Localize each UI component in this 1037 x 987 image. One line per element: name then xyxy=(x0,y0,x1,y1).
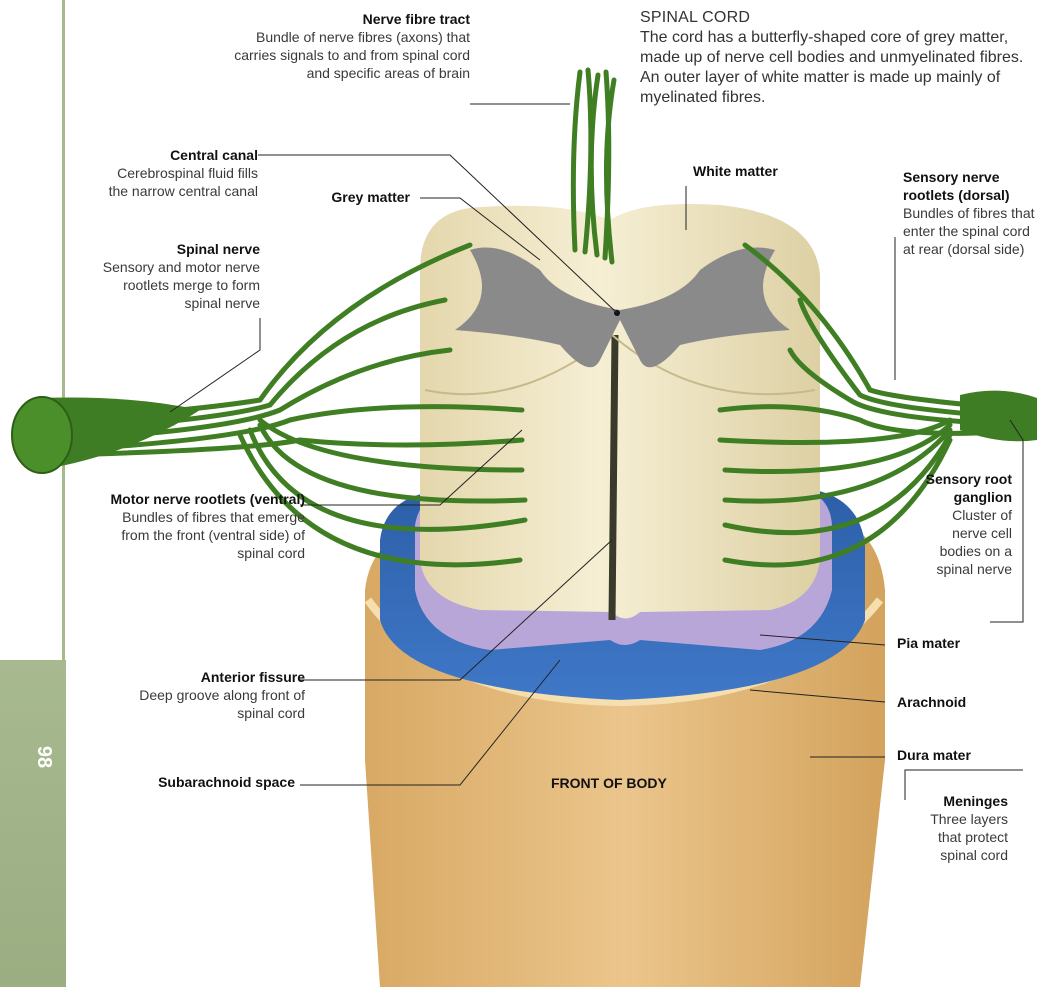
label-title: Sensory root ganglion xyxy=(920,470,1012,506)
heading-title: SPINAL CORD xyxy=(640,8,1035,28)
label-text: Bundle of nerve fibres (axons) that carr… xyxy=(230,28,470,82)
label-anterior-fissure: Anterior fissure Deep groove along front… xyxy=(120,668,305,722)
label-dura-mater: Dura mater xyxy=(897,746,1017,764)
label-white-matter: White matter xyxy=(693,162,823,180)
label-subarachnoid-space: Subarachnoid space xyxy=(100,773,295,791)
spinal-nerve-end xyxy=(12,397,72,473)
label-text: Deep groove along front of spinal cord xyxy=(120,686,305,722)
label-arachnoid: Arachnoid xyxy=(897,693,1017,711)
label-text: Bundles of fibres that emerge from the f… xyxy=(100,508,305,562)
label-motor-rootlets: Motor nerve rootlets (ventral) Bundles o… xyxy=(100,490,305,562)
label-text: Cerebrospinal fluid fills the narrow cen… xyxy=(108,164,258,200)
label-title: Arachnoid xyxy=(897,693,1017,711)
label-spinal-nerve: Spinal nerve Sensory and motor nerve roo… xyxy=(100,240,260,312)
label-title: Motor nerve rootlets (ventral) xyxy=(100,490,305,508)
label-text: Three layers that protect spinal cord xyxy=(905,810,1008,864)
label-title: Meninges xyxy=(905,792,1008,810)
label-title: Dura mater xyxy=(897,746,1017,764)
label-title: Sensory nerve rootlets (dorsal) xyxy=(903,168,1035,204)
label-title: Grey matter xyxy=(290,188,410,206)
sensory-root-ganglion-shape xyxy=(960,391,1037,442)
label-title: Anterior fissure xyxy=(120,668,305,686)
label-text: Cluster of nerve cell bodies on a spinal… xyxy=(920,506,1012,578)
label-text: Sensory and motor nerve rootlets merge t… xyxy=(100,258,260,312)
label-meninges: Meninges Three layers that protect spina… xyxy=(905,792,1008,864)
label-sensory-ganglion: Sensory root ganglion Cluster of nerve c… xyxy=(920,470,1012,578)
label-pia-mater: Pia mater xyxy=(897,634,1017,652)
label-title: Spinal nerve xyxy=(100,240,260,258)
label-central-canal: Central canal Cerebrospinal fluid fills … xyxy=(108,146,258,200)
label-title: Pia mater xyxy=(897,634,1017,652)
label-title: White matter xyxy=(693,162,823,180)
label-sensory-rootlets: Sensory nerve rootlets (dorsal) Bundles … xyxy=(903,168,1035,258)
spinal-cord-heading: SPINAL CORD The cord has a butterfly-sha… xyxy=(640,8,1035,108)
heading-text: The cord has a butterfly-shaped core of … xyxy=(640,28,1035,108)
label-title: Subarachnoid space xyxy=(100,773,295,791)
anterior-fissure xyxy=(612,335,615,620)
label-nerve-fibre-tract: Nerve fibre tract Bundle of nerve fibres… xyxy=(230,10,470,82)
label-title: Nerve fibre tract xyxy=(230,10,470,28)
label-grey-matter: Grey matter xyxy=(290,188,410,206)
label-title: Central canal xyxy=(108,146,258,164)
label-text: Bundles of fibres that enter the spinal … xyxy=(903,204,1035,258)
label-front-of-body: FRONT OF BODY xyxy=(551,775,667,791)
